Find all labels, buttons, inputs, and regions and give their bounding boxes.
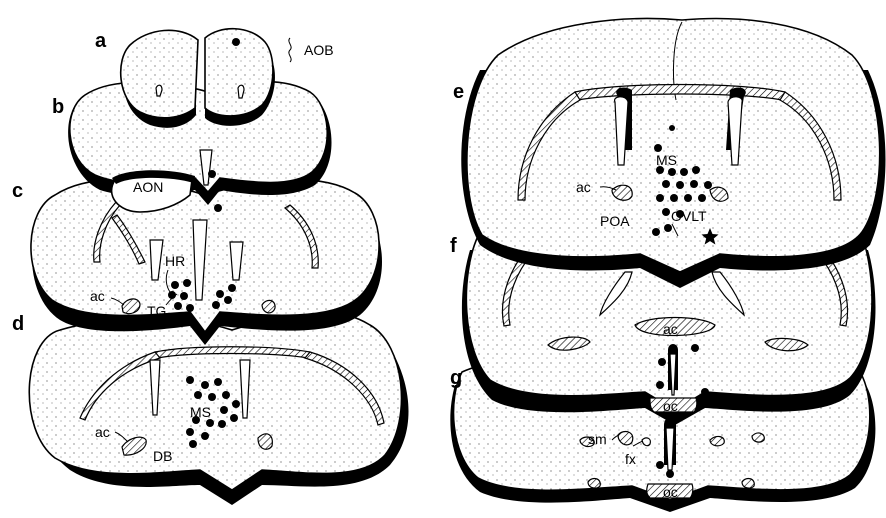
label-aob: AOB: [304, 42, 334, 58]
panel-letter-g: g: [450, 367, 462, 389]
label-fx: fx: [625, 451, 636, 467]
label-ac-d: ac: [95, 424, 110, 440]
panel-letter-a: a: [95, 30, 107, 52]
panel-letter-d: d: [12, 313, 24, 335]
label-tg: TG: [147, 303, 166, 319]
panel-letter-b: b: [52, 96, 64, 118]
label-ac-e: ac: [576, 179, 591, 195]
section-d: [29, 312, 408, 505]
label-poa: POA: [600, 213, 630, 229]
label-db: DB: [153, 448, 172, 464]
panel-letter-f: f: [450, 235, 457, 257]
label-sm: sm: [588, 431, 607, 447]
panel-letter-e: e: [453, 81, 464, 103]
label-ms-d: MS: [190, 404, 211, 420]
label-ovlt: OVLT: [671, 208, 707, 224]
label-oc-f: oc: [663, 398, 678, 414]
label-hr: HR: [165, 253, 185, 269]
label-ms-e: MS: [656, 152, 677, 168]
section-c: [31, 180, 382, 345]
label-aon: AON: [133, 179, 163, 195]
label-ac-c: ac: [90, 288, 105, 304]
panel-letter-c: c: [12, 180, 23, 202]
label-oc-g: oc: [663, 484, 678, 500]
label-ac-f: ac: [663, 321, 678, 337]
